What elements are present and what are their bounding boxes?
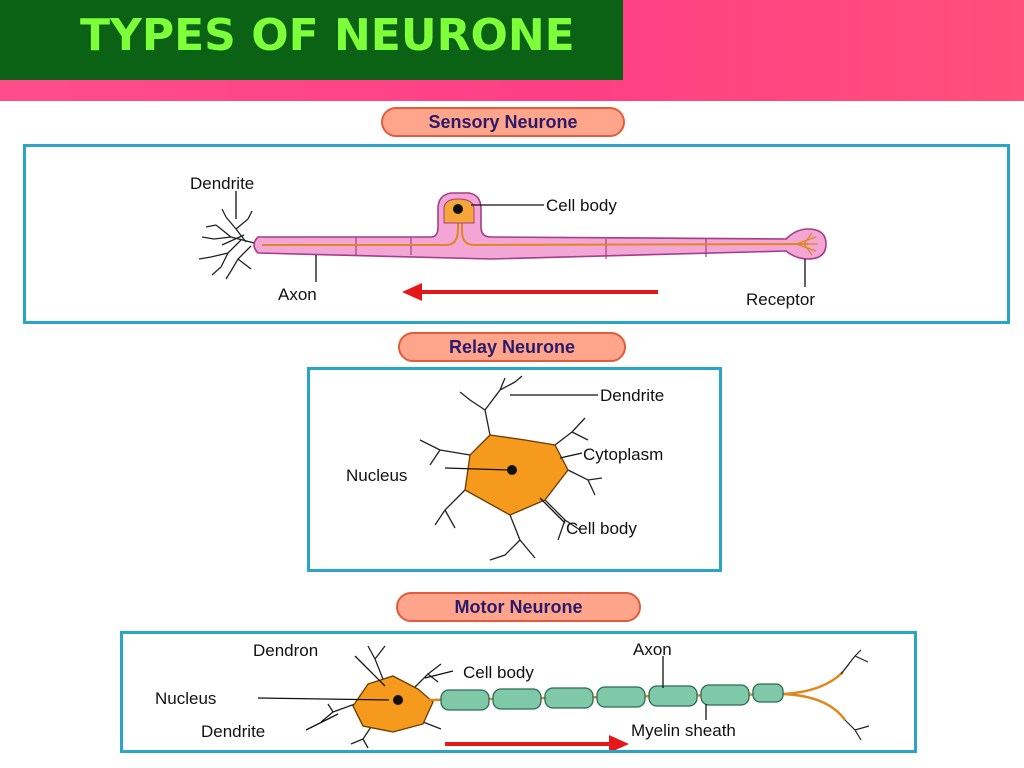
sensory-heading: Sensory Neurone (381, 107, 625, 137)
sensory-fibre (253, 192, 827, 260)
motor-label-axon: Axon (633, 640, 672, 659)
motor-cell-body (352, 675, 434, 733)
motor-label-myelin-sheath: Myelin sheath (631, 721, 736, 740)
sensory-label-cell-body: Cell body (546, 196, 617, 215)
motor-leaders (257, 655, 707, 731)
motor-arrow-head (609, 735, 629, 753)
motor-label-dendron: Dendron (253, 641, 318, 660)
relay-dendrites (419, 375, 603, 561)
relay-heading: Relay Neurone (398, 332, 626, 362)
relay-leaders (444, 394, 598, 524)
motor-label-nucleus: Nucleus (155, 689, 216, 708)
relay-neurone-diagram: Dendrite Cytoplasm Nucleus Cell body (346, 375, 664, 561)
sensory-neurone-diagram: Dendrite Cell body Axon Receptor (190, 174, 827, 309)
motor-label-cell-body: Cell body (463, 663, 534, 682)
sensory-axon-core (262, 216, 809, 247)
relay-panel: Dendrite Cytoplasm Nucleus Cell body (307, 367, 722, 572)
motor-neurone-diagram: Dendron Cell body Axon Nucleus Dendrite … (155, 640, 870, 753)
motor-axon-endings (840, 649, 870, 741)
relay-label-cell-body: Cell body (566, 519, 637, 538)
motor-panel: Dendron Cell body Axon Nucleus Dendrite … (120, 631, 917, 753)
motor-label-dendrite: Dendrite (201, 722, 265, 741)
title-box: TYPES OF NEURONE (0, 0, 623, 80)
sensory-label-dendrite: Dendrite (190, 174, 254, 193)
relay-nucleus (507, 465, 517, 475)
sensory-nucleus (453, 204, 463, 214)
sensory-label-axon: Axon (278, 285, 317, 304)
motor-heading: Motor Neurone (396, 592, 641, 622)
sensory-panel: Dendrite Cell body Axon Receptor (23, 144, 1010, 324)
motor-dendrites (320, 645, 442, 749)
slide-title: TYPES OF NEURONE (80, 10, 575, 61)
sensory-leaders (235, 191, 806, 287)
motor-nucleus (393, 695, 403, 705)
sensory-arrow-head (402, 283, 422, 301)
sensory-label-receptor: Receptor (746, 290, 815, 309)
relay-cell-body (464, 434, 569, 516)
relay-label-cytoplasm: Cytoplasm (583, 445, 663, 464)
motor-myelin-segments (440, 683, 784, 711)
sensory-dendrites (198, 208, 259, 280)
relay-label-nucleus: Nucleus (346, 466, 407, 485)
relay-label-dendrite: Dendrite (600, 386, 664, 405)
sensory-receptor-endings (795, 232, 818, 256)
